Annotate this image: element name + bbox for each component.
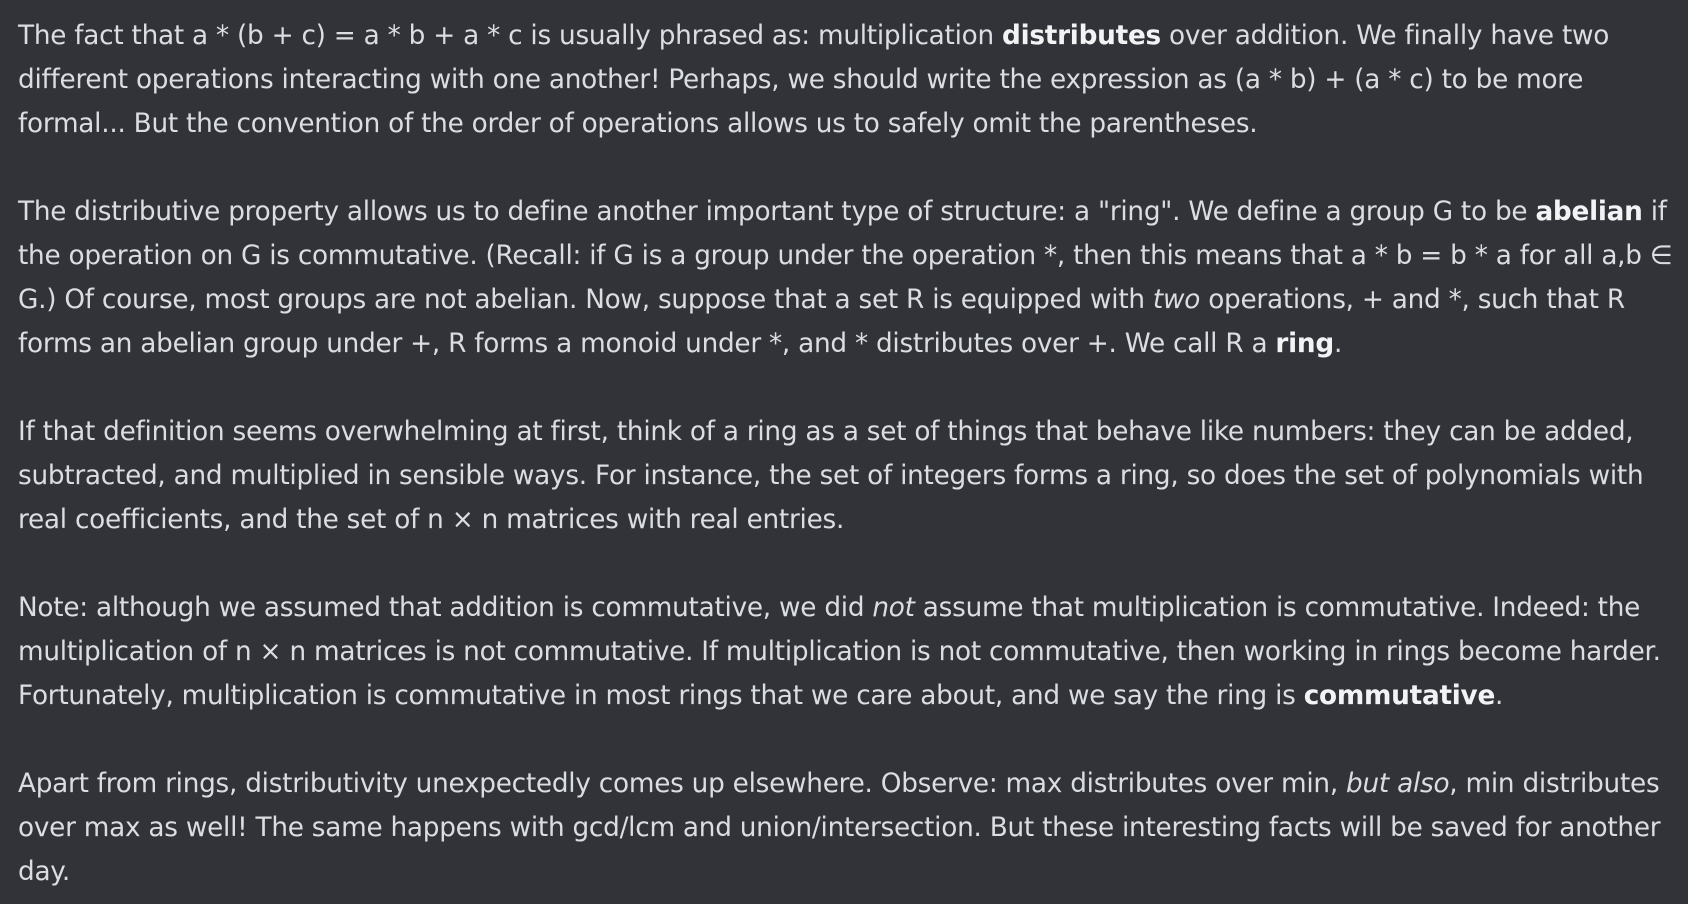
paragraph-ring-definition: The distributive property allows us to d…	[18, 190, 1674, 366]
text-segment: if the operation on G is commutative. (R…	[18, 197, 1673, 315]
text-segment: The fact that a * (b + c) = a * b + a * …	[18, 21, 1003, 51]
paragraph-distributivity: The fact that a * (b + c) = a * b + a * …	[18, 14, 1674, 146]
text-segment: .	[1333, 329, 1343, 359]
text-segment: assume that multiplication is commutativ…	[18, 593, 1661, 711]
bold-term-abelian: abelian	[1535, 197, 1643, 227]
text-segment: operations, + and *, such that R forms a…	[18, 285, 1625, 359]
bold-term-ring: ring	[1275, 329, 1334, 359]
paragraph-commutative-note: Note: although we assumed that addition …	[18, 586, 1674, 718]
bold-term-distributes: distributes	[1002, 21, 1161, 51]
text-segment: over addition. We finally have two diffe…	[18, 21, 1610, 139]
italic-term-not: not	[872, 593, 915, 623]
bold-term-commutative: commutative	[1303, 681, 1496, 711]
text-segment: The distributive property allows us to d…	[18, 197, 1536, 227]
text-segment: .	[1495, 681, 1504, 711]
text-segment: Note: although we assumed that addition …	[18, 593, 873, 623]
italic-term-but-also: but also	[1346, 769, 1450, 799]
italic-term-two: two	[1152, 285, 1201, 315]
paragraph-max-min: Apart from rings, distributivity unexpec…	[18, 762, 1674, 894]
text-segment: Apart from rings, distributivity unexpec…	[18, 769, 1347, 799]
paragraph-ring-examples: If that definition seems overwhelming at…	[18, 410, 1674, 542]
text-segment: If that definition seems overwhelming at…	[18, 417, 1644, 535]
text-segment: , min distributes over max as well! The …	[18, 769, 1661, 887]
